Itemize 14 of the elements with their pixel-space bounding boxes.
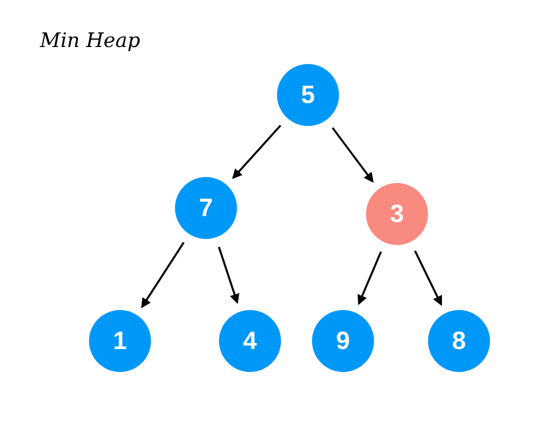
node-circle: 8 [428, 310, 490, 372]
arrow [358, 251, 382, 306]
title: Min Heap [40, 28, 140, 52]
node-circle: 5 [277, 64, 339, 126]
node-circle: 4 [219, 310, 281, 372]
node-circle: 9 [312, 310, 374, 372]
node-circle: 7 [175, 177, 237, 239]
arrow [332, 127, 374, 183]
arrow [141, 242, 185, 308]
node-circle: 3 [366, 183, 428, 245]
arrow [218, 246, 240, 304]
node-circle: 1 [89, 310, 151, 372]
arrow [232, 124, 282, 180]
arrow [414, 250, 442, 306]
